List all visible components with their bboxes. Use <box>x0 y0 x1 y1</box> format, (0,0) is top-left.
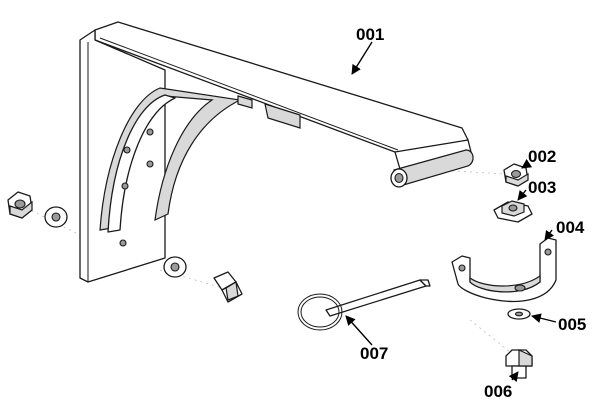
u-bracket-part-004 <box>451 237 557 303</box>
hex-nut-part-002 <box>503 163 529 187</box>
main-bracket-part-001 <box>79 21 474 283</box>
callout-006: 006 <box>484 382 512 401</box>
washer-part-005 <box>507 308 531 320</box>
washer-left <box>44 206 68 228</box>
pin-with-ring-part-007 <box>297 279 431 331</box>
callout-003: 003 <box>528 178 556 197</box>
leader-lines <box>345 41 557 382</box>
bolt-center <box>213 271 243 303</box>
callout-004: 004 <box>556 218 585 237</box>
hex-nut-left <box>7 191 33 219</box>
callout-005: 005 <box>558 315 586 334</box>
flanged-nut-part-003 <box>493 200 533 223</box>
callout-001: 001 <box>356 25 384 44</box>
washer-center <box>163 256 187 278</box>
callout-002: 002 <box>528 147 556 166</box>
bolt-part-006 <box>505 349 533 379</box>
callout-007: 007 <box>360 344 388 363</box>
